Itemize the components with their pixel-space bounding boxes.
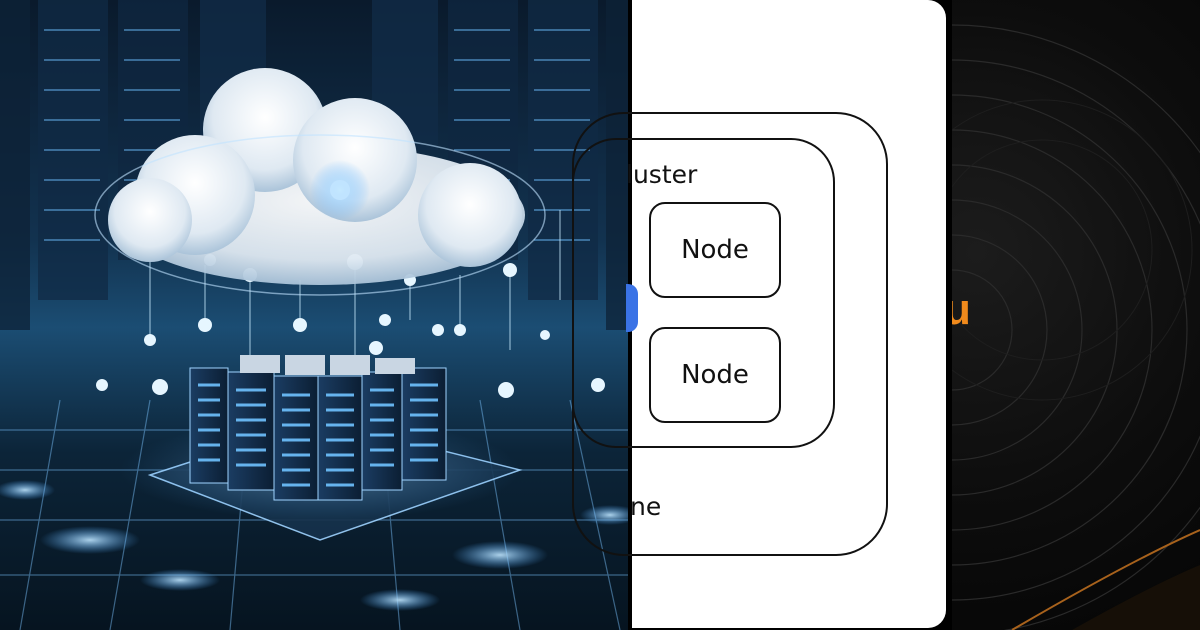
panel-divider [948,0,952,630]
cloud-shape [94,68,546,296]
node-label: Node [681,235,749,265]
diagram-card: luster Node Node ne [572,0,946,628]
outer-region-label: ne [630,492,662,521]
node-label: Node [681,360,749,390]
node-box: Node [649,202,781,298]
blue-accent-shape [626,284,638,332]
cloud-scene-graphic [0,0,632,630]
swirl-pattern-graphic [952,24,1200,630]
cluster-label: luster [626,160,698,189]
cluster-box [572,138,835,448]
cloud-server-illustration [0,0,632,630]
brand-letter-fragment: u [952,285,971,334]
orange-arc [1011,529,1200,630]
dark-brand-panel: u [952,0,1200,630]
cluster-diagram-panel: luster Node Node ne [572,0,948,630]
node-box: Node [649,327,781,423]
server-racks [189,355,447,501]
